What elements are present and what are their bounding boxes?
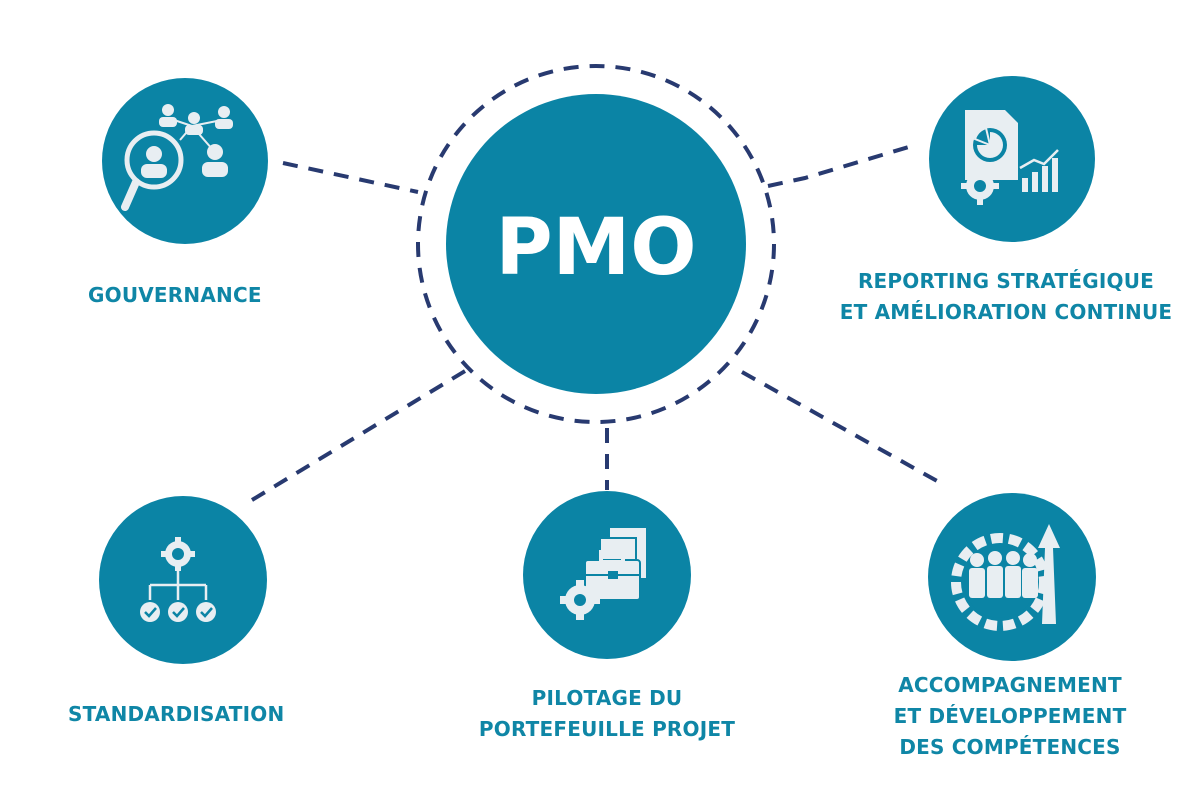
label-pilotage-line-1: PILOTAGE DU (531, 686, 683, 710)
label-accompagnement-line-2: ET DÉVELOPPEMENT (893, 704, 1127, 728)
people-network-magnifier-icon (121, 104, 233, 211)
label-pilotage: PILOTAGE DU PORTEFEUILLE PROJET (457, 683, 757, 745)
connector-standardisation (250, 366, 472, 502)
node-gouvernance (102, 78, 268, 244)
pmo-hub-label: PMO (495, 203, 696, 293)
node-accompagnement (928, 493, 1096, 661)
connector-gouvernance (282, 161, 419, 194)
pmo-hub-dashed-ring (416, 64, 776, 424)
node-standardisation-circle (99, 496, 267, 664)
pmo-hub-circle (446, 94, 746, 394)
label-accompagnement-line-3: DES COMPÉTENCES (899, 735, 1121, 759)
connector-reporting (767, 144, 913, 188)
briefcase-documents-gear-icon (560, 528, 646, 620)
label-reporting-line-2: ET AMÉLIORATION CONTINUE (839, 300, 1173, 324)
pmo-hub: PMO (416, 64, 776, 424)
team-gear-growth-arrow-icon (951, 524, 1060, 631)
label-standardisation: STANDARDISATION (68, 699, 284, 730)
gear-hierarchy-checks-icon (140, 537, 216, 622)
node-pilotage (523, 491, 691, 659)
label-gouvernance: GOUVERNANCE (88, 280, 262, 311)
label-pilotage-line-2: PORTEFEUILLE PROJET (478, 717, 736, 741)
connector-accompagnement (741, 370, 947, 488)
label-gouvernance-text: GOUVERNANCE (88, 283, 262, 307)
label-accompagnement: ACCOMPAGNEMENT ET DÉVELOPPEMENT DES COMP… (868, 670, 1152, 763)
node-reporting (929, 76, 1095, 242)
label-standardisation-text: STANDARDISATION (68, 702, 285, 726)
report-chart-gear-icon (961, 110, 1059, 205)
label-accompagnement-line-1: ACCOMPAGNEMENT (898, 673, 1122, 697)
node-standardisation (99, 496, 267, 664)
label-reporting: REPORTING STRATÉGIQUE ET AMÉLIORATION CO… (826, 266, 1186, 328)
label-reporting-line-1: REPORTING STRATÉGIQUE (857, 269, 1155, 293)
